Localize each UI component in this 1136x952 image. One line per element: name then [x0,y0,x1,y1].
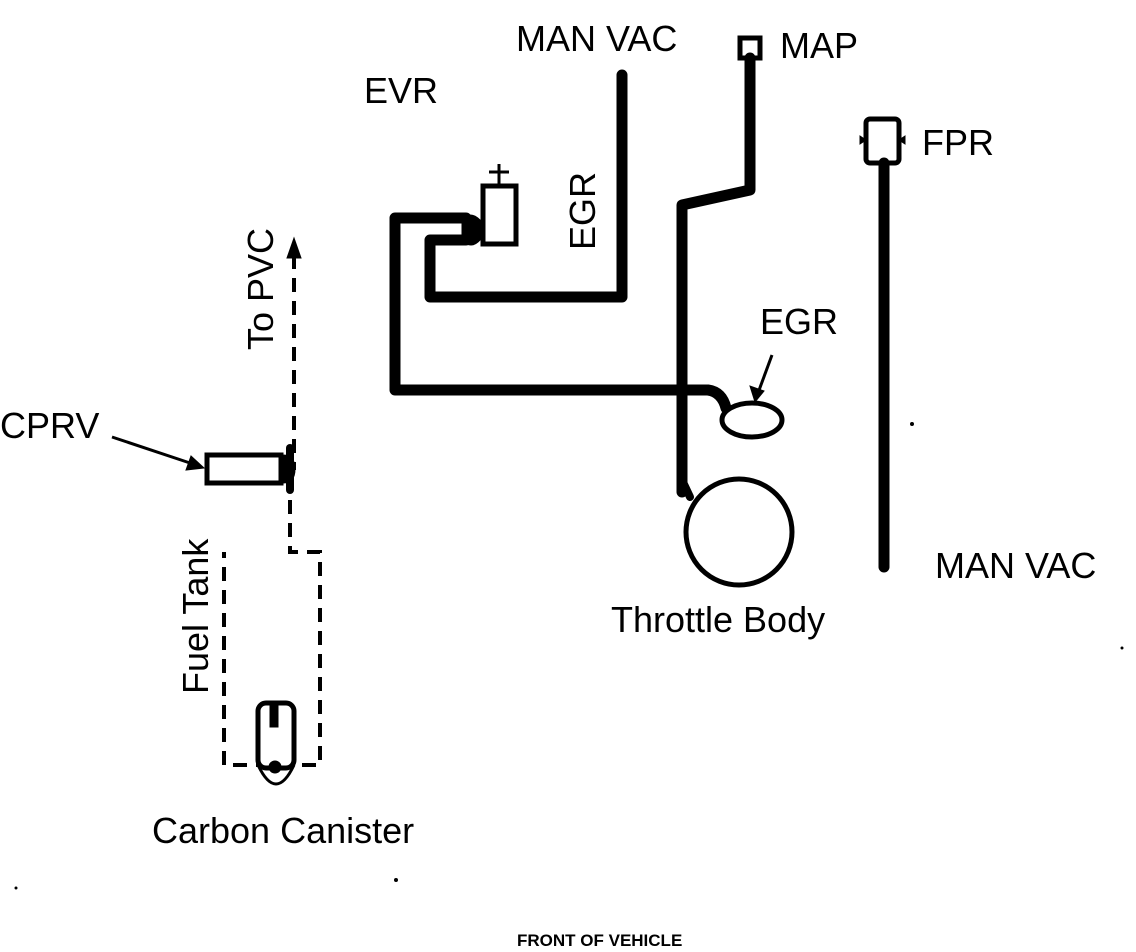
fpr-tab-right [898,135,906,145]
cprv-arrow-head [185,455,206,471]
man-vac-top-label: MAN VAC [516,18,677,59]
throttle-body [683,476,795,588]
pvc-arrow-head [286,236,302,259]
fpr-label: FPR [922,122,994,163]
evr-terminal-plus [489,164,509,186]
canister-port [268,760,282,774]
egr-valve [719,400,785,440]
evr-egr-hose [389,212,732,414]
map-hose [676,52,756,498]
fuel-tank-label: Fuel Tank [175,538,216,694]
to-pvc-label: To PVC [240,228,281,350]
egr-vertical-label: EGR [562,172,603,250]
canister-dash-route [222,500,322,767]
speck [394,878,398,882]
evr-solenoid [480,183,519,247]
cprv-valve [204,452,284,486]
speck [14,886,18,890]
man-vac-top-hose [424,69,628,303]
canister-slot [269,704,279,728]
carbon-canister-label: Carbon Canister [152,810,414,851]
evr-label: EVR [364,70,438,111]
speck [1120,646,1124,650]
egr-valve-label: EGR [760,301,838,342]
throttle-body-label: Throttle Body [611,599,825,640]
cprv-label: CPRV [0,405,99,446]
fpr-regulator [863,116,902,166]
egr-arrow-line [756,354,774,394]
canister-bottom [256,764,296,786]
map-hose-to-throttle [678,476,694,501]
cprv-arrow-line [111,435,191,465]
front-of-vehicle-label: FRONT OF VEHICLE [517,931,682,950]
fpr-tab-left [859,135,867,145]
map-label: MAP [780,25,858,66]
egr-arrow-head [749,385,765,404]
speck [910,422,914,426]
man-vac-right-label: MAN VAC [935,545,1096,586]
